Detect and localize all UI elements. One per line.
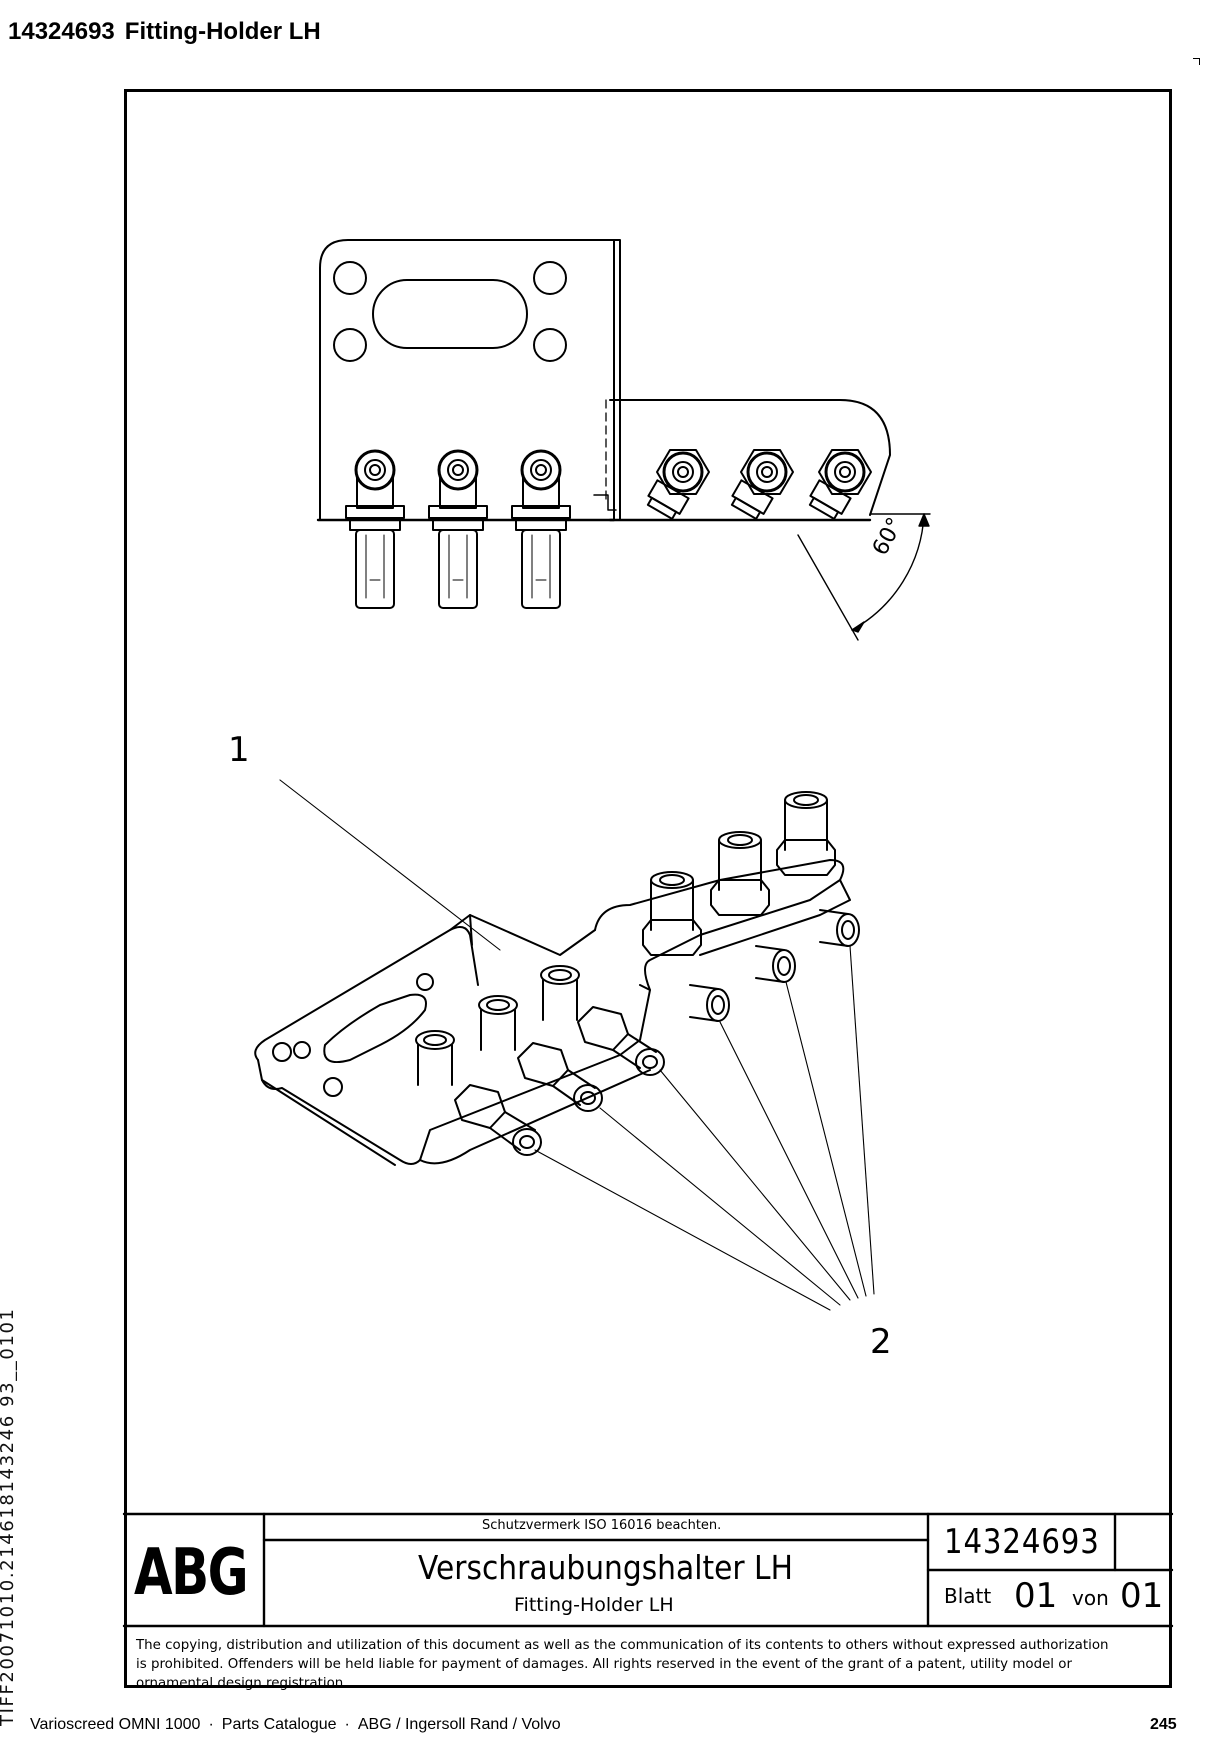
drawing-frame: [124, 89, 1172, 1688]
copyright-line-2: is prohibited. Offenders will be held li…: [136, 1657, 1072, 1672]
protection-note: Schutzvermerk ISO 16016 beachten.: [482, 1518, 722, 1533]
footer-catalogue: Parts Catalogue: [221, 1716, 337, 1733]
sheet-label: Blatt: [944, 1584, 992, 1608]
straight-fittings: [345, 449, 571, 609]
footer-product: Varioscreed OMNI 1000: [30, 1716, 201, 1733]
copyright-line-1: The copying, distribution and utilizatio…: [136, 1638, 1109, 1653]
leader-lines: [279, 779, 875, 1311]
angled-fittings: [646, 449, 872, 520]
footer-separator: ·: [344, 1716, 350, 1733]
iso-view: [254, 779, 875, 1311]
footer-brand: ABG / Ingersoll Rand / Volvo: [357, 1716, 561, 1733]
part-name: Fitting-Holder LH: [124, 18, 321, 45]
drawing-number: 14324693: [944, 1522, 1100, 1562]
page-title: 14324693 Fitting-Holder LH: [8, 18, 331, 46]
footer-separator: ·: [208, 1716, 214, 1733]
of-label: von: [1072, 1586, 1109, 1610]
footer: Varioscreed OMNI 1000 · Parts Catalogue · AB…: [30, 1716, 561, 1734]
tiff-id: TIFF20071010.214618143246 93__0101: [0, 1307, 18, 1726]
copyright-line-3: ornamental design registration.: [136, 1676, 348, 1691]
top-view: [316, 239, 931, 641]
callout-1: 1: [228, 730, 250, 770]
part-number: 14324693: [8, 18, 115, 45]
title-english: Fitting-Holder LH: [514, 1594, 674, 1616]
sheet-total: 01: [1120, 1576, 1164, 1616]
callout-2: 2: [870, 1322, 892, 1362]
title-block-grid: [122, 1512, 1174, 1628]
title-german: Verschraubungshalter LH: [418, 1548, 793, 1587]
page-number: 245: [1150, 1716, 1177, 1733]
angle-dimension: [797, 513, 931, 641]
sheet-number: 01: [1014, 1576, 1058, 1616]
corner-mark: [1193, 58, 1200, 65]
abg-logo: ABG: [134, 1536, 249, 1610]
